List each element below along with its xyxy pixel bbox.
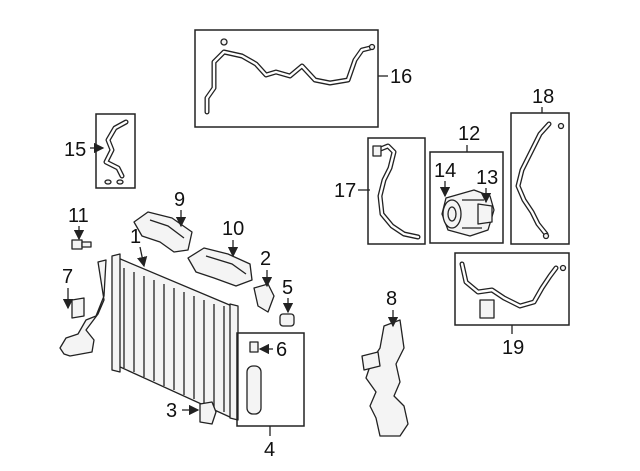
part-10-air-guide [187, 247, 253, 287]
callout-8: 8 [386, 288, 397, 310]
part-3-clip [199, 401, 217, 425]
part-9-upper-bracket [133, 211, 193, 253]
part-4-receiver-drier [236, 332, 305, 427]
callout-15: 15 [64, 139, 86, 161]
part-5-cap [279, 313, 295, 327]
part-15-hose-assembly [95, 113, 136, 189]
part-17-box [367, 137, 426, 245]
part-17-suction-hose [367, 137, 426, 245]
part-7-side-air-seal [59, 259, 107, 357]
part-11-bolt [71, 239, 92, 250]
callout-10: 10 [222, 218, 244, 240]
part-18-box [510, 112, 570, 245]
callout-12: 12 [458, 123, 480, 145]
part-12-box [429, 151, 504, 244]
callout-11: 11 [68, 205, 89, 227]
callout-3: 3 [166, 400, 177, 422]
part-1-condenser [111, 253, 239, 421]
callout-9: 9 [174, 189, 185, 211]
callout-18: 18 [532, 86, 554, 108]
callout-16: 16 [390, 66, 412, 88]
callout-4: 4 [264, 439, 275, 461]
callout-14: 14 [434, 160, 456, 182]
part-16-box [194, 29, 379, 128]
part-16-discharge-hose [194, 29, 379, 128]
callout-17: 17 [334, 180, 356, 202]
part-8-air-guide-seal [361, 319, 409, 437]
part-18-liquid-line [510, 112, 570, 245]
callout-19: 19 [502, 337, 524, 359]
callout-7: 7 [62, 266, 73, 288]
callout-1: 1 [130, 226, 141, 248]
callout-2: 2 [260, 248, 271, 270]
callout-5: 5 [282, 277, 293, 299]
part-2-bracket [253, 283, 275, 313]
callout-6: 6 [276, 339, 287, 361]
part-19-pressure-hose [454, 252, 570, 326]
callout-13: 13 [476, 167, 498, 189]
